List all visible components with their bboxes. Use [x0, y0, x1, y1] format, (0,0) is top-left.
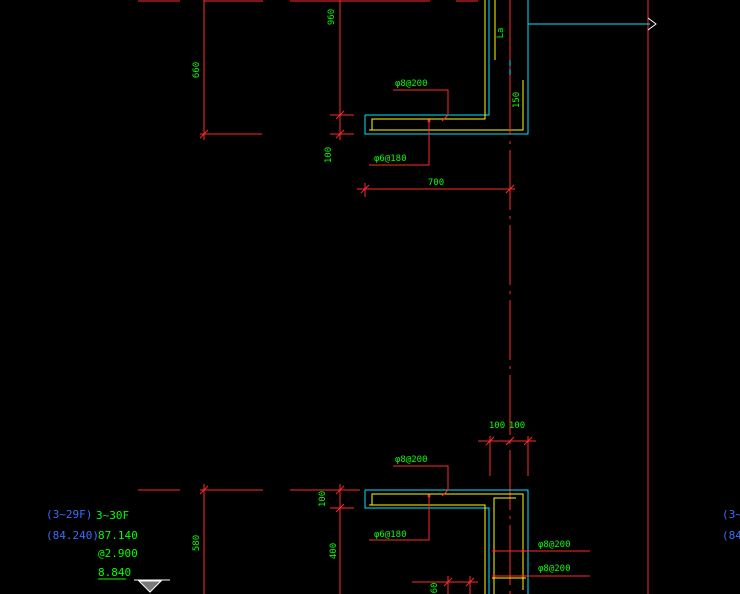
dim-960-label: 960	[327, 9, 337, 25]
floors-alt-label: (3~29F)	[46, 508, 92, 521]
floors-label: 3~30F	[96, 509, 129, 522]
axis-lines	[509, 0, 657, 594]
right-floors-alt-label: (3~	[722, 508, 740, 521]
tick-mark	[505, 436, 515, 446]
dim-150-label: 150	[512, 92, 522, 108]
tick-mark	[465, 577, 475, 587]
dim-100b-label: 100	[509, 421, 525, 431]
rebar-top	[371, 0, 486, 130]
leader-line	[393, 89, 449, 122]
tick-mark	[199, 129, 209, 139]
right-elev-alt-label: (84.	[722, 529, 740, 542]
tick-mark	[199, 485, 209, 495]
leader-line	[369, 496, 430, 541]
rebar-bottom	[369, 504, 486, 594]
tick-mark	[335, 485, 345, 495]
elev-1-label: 87.140	[98, 529, 138, 542]
slab-outline	[364, 490, 490, 594]
tick-mark	[335, 110, 345, 120]
dim-700-label: 700	[428, 178, 444, 188]
dim-400-label: 400	[329, 543, 339, 559]
rebar-bottom	[369, 80, 524, 131]
elev-3-label: 8.840	[98, 566, 131, 579]
tick-mark	[360, 184, 370, 194]
rebar-hook	[493, 497, 516, 594]
right-cut-legend: (3~ (84.	[722, 508, 740, 542]
break-mark	[647, 17, 657, 31]
tick-mark	[443, 577, 453, 587]
rebar-bottom-label: φ6@180	[374, 154, 407, 164]
dim-60-label: 60	[430, 583, 440, 594]
tick-mark	[335, 503, 345, 513]
slab-outline	[365, 489, 529, 594]
dim-100-label: 100	[324, 147, 334, 163]
tick-mark	[523, 436, 533, 446]
lower-detail: 100 100 580 100 400 φ8@200 φ6@180	[138, 421, 590, 594]
leader-line	[369, 121, 430, 166]
dim-100a-label: 100	[489, 421, 505, 431]
upper-detail: 660 960 100 La 150 φ8@200 φ6@180 700	[138, 0, 529, 197]
elev-alt-label: (84.240)	[46, 529, 99, 542]
slab-outline	[364, 0, 529, 135]
rebar-bottom-label: φ6@180	[374, 530, 407, 540]
tick-mark	[335, 129, 345, 139]
tick-mark	[485, 436, 495, 446]
dim-580-label: 580	[192, 535, 202, 551]
rebar-top	[371, 493, 524, 590]
leader-line	[393, 465, 449, 497]
elev-2-label: @2.900	[98, 547, 138, 560]
rebar-right-1-label: φ8@200	[538, 540, 571, 550]
la-label: La	[496, 28, 506, 39]
dim-660-label: 660	[192, 62, 202, 78]
elevation-legend: (3~29F) 3~30F (84.240) 87.140 @2.900 8.8…	[46, 508, 170, 593]
slab-outline	[365, 0, 490, 116]
elevation-marker-icon	[137, 580, 163, 593]
rebar-top-label: φ8@200	[395, 79, 428, 89]
dim-100-left-label: 100	[318, 491, 328, 507]
rebar-right-2-label: φ8@200	[538, 564, 571, 574]
rebar-top-label: φ8@200	[395, 455, 428, 465]
